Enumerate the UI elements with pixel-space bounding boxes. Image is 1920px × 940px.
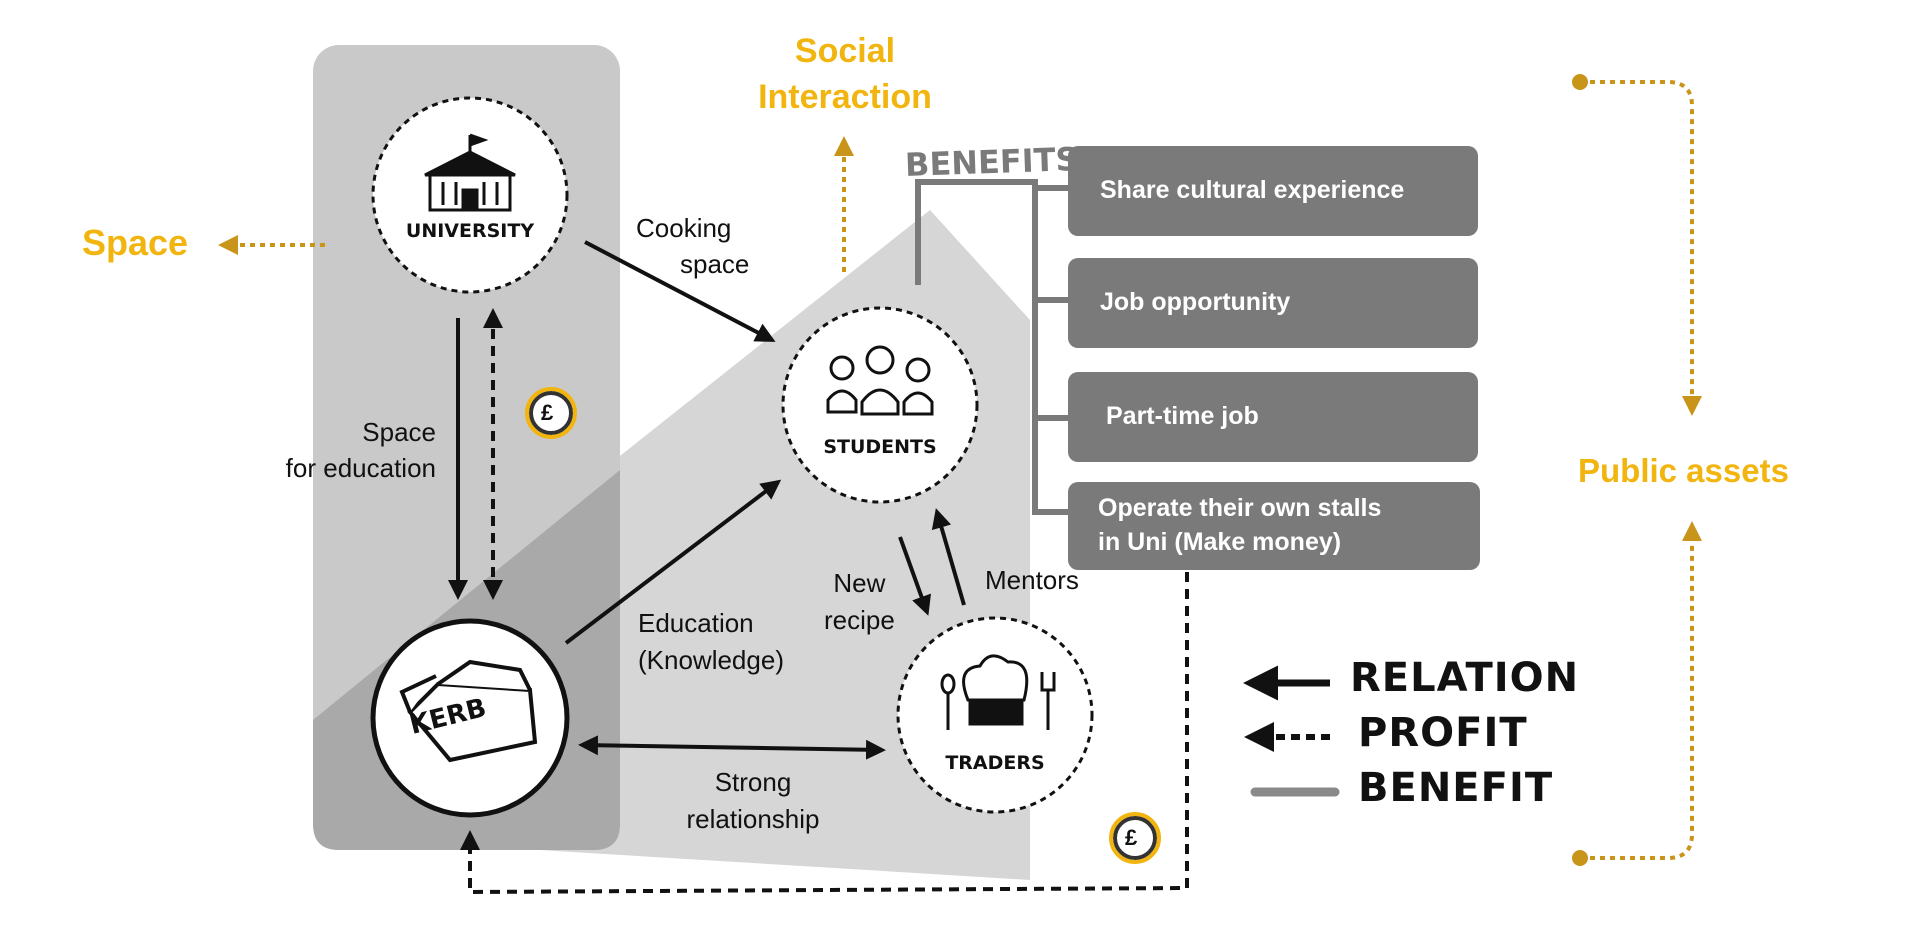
- benefit-text-job-opportunity: Job opportunity: [1100, 288, 1291, 317]
- benefit-box-operate-stalls: Operate their own stalls in Uni (Make mo…: [1068, 482, 1480, 570]
- social-interaction-line1: Social: [794, 32, 896, 70]
- space-for-education-line1: Space: [362, 417, 436, 447]
- cooking-space-line1: Cooking: [636, 213, 732, 243]
- strong-relationship-line1: Strong: [714, 767, 792, 797]
- coin-icon-left: [529, 391, 573, 435]
- public-assets-top-bracket: [1580, 80, 1702, 416]
- benefit-box-part-time-job: Part-time job: [1068, 372, 1478, 462]
- social-interaction-label: Social Interaction: [740, 28, 950, 120]
- education-line2: (Knowledge): [638, 645, 784, 675]
- mentors-label: Mentors: [985, 565, 1079, 595]
- strong-relationship-label: Strong relationship: [668, 764, 838, 838]
- students-label: STUDENTS: [823, 436, 937, 458]
- university-label: UNIVERSITY: [405, 220, 535, 242]
- arrow-kerb-to-students: [564, 479, 782, 645]
- benefit-box-share-cultural-experience: Share cultural experience: [1068, 146, 1478, 236]
- space-output-label: Space: [82, 222, 189, 263]
- university-building-icon: [424, 133, 516, 212]
- education-knowledge-label: Education (Knowledge): [638, 605, 784, 679]
- space-for-education-line2: for education: [285, 453, 436, 483]
- students-people-icon: [826, 345, 934, 416]
- cooking-space-label: Cooking space: [636, 210, 749, 282]
- kerb-box-icon: [399, 659, 538, 763]
- coin-symbol-right: £: [1125, 825, 1138, 850]
- new-recipe-line1: New: [833, 568, 886, 598]
- benefits-title: BENEFITS: [904, 139, 1080, 185]
- legend-relation-label: RELATION: [1350, 655, 1580, 701]
- public-assets-label: Public assets: [1578, 452, 1789, 489]
- benefit-text-part-time-job: Part-time job: [1106, 402, 1259, 431]
- benefit-box-job-opportunity: Job opportunity: [1068, 258, 1478, 348]
- coin-icon-left-ring: [525, 387, 577, 439]
- coin-icon-right-ring: [1109, 812, 1161, 864]
- new-recipe-label: New recipe: [824, 565, 895, 639]
- coin-icon-right: [1113, 816, 1157, 860]
- benefit-connector-lines: [915, 179, 1072, 515]
- benefit-text-operate-stalls-line1: Operate their own stalls: [1098, 494, 1382, 523]
- arrow-traders-to-students: [931, 508, 966, 606]
- new-recipe-line2: recipe: [824, 605, 895, 635]
- legend-benefit-label: BENEFIT: [1358, 765, 1554, 811]
- social-interaction-line2: Interaction: [758, 78, 932, 116]
- public-assets-bottom-bracket: [1580, 521, 1702, 860]
- strong-relationship-line2: relationship: [686, 804, 820, 834]
- traders-label: TRADERS: [945, 752, 1045, 774]
- space-for-education-label: Space for education: [250, 414, 436, 486]
- benefit-text-operate-stalls-line2: in Uni (Make money): [1098, 528, 1342, 556]
- cooking-space-line2: space: [680, 249, 750, 279]
- education-line1: Education: [638, 608, 754, 638]
- coin-symbol-left: £: [541, 400, 554, 425]
- arrow-kerb-traders-both: [578, 735, 886, 760]
- arrow-university-to-students: [584, 240, 776, 342]
- benefit-text-share-cultural-experience: Share cultural experience: [1100, 176, 1405, 205]
- arrow-students-to-traders: [898, 536, 931, 616]
- profit-arrow-stalls-to-kerb: [460, 572, 1189, 895]
- legend-profit-label: PROFIT: [1358, 710, 1528, 756]
- chef-hat-icon: [940, 654, 1056, 730]
